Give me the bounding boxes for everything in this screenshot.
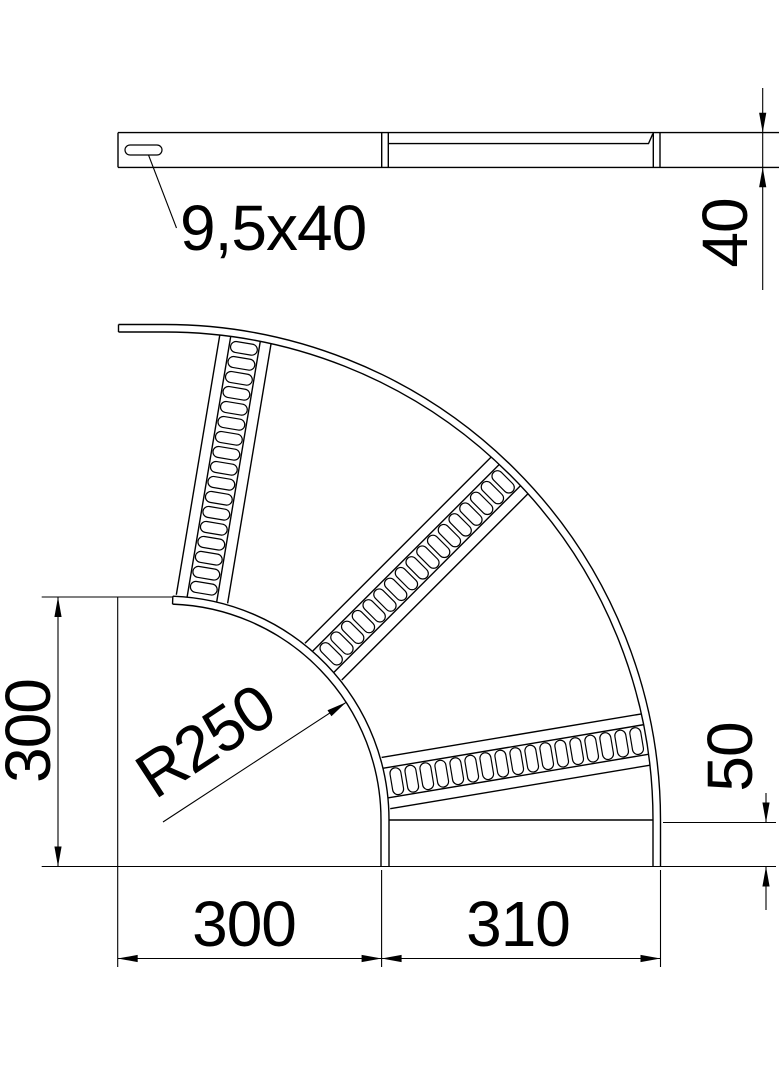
rung-slot <box>629 727 645 756</box>
arrowheads <box>54 112 770 963</box>
rung-slot <box>214 430 243 446</box>
rung-edge <box>381 713 642 759</box>
rung-edge <box>304 456 492 644</box>
rung-slot <box>229 340 258 356</box>
rung-flange-line <box>333 485 521 673</box>
rung-slot <box>464 754 480 783</box>
dim-label-50: 50 <box>694 722 766 791</box>
rung-slot <box>480 480 505 505</box>
rung-slot <box>469 491 494 516</box>
slot-size-label: 9,5x40 <box>180 192 366 264</box>
rung-slot <box>394 566 419 591</box>
height-dimension-40: 40 <box>689 88 764 290</box>
rung-slot <box>614 729 630 758</box>
rung-slot <box>202 505 231 521</box>
rung-slot <box>219 400 248 416</box>
rung-slot <box>212 445 241 461</box>
outer-rail-inner-edge <box>118 331 654 867</box>
dim-label-40: 40 <box>689 198 761 267</box>
rung-slot <box>554 739 570 768</box>
rung-slot <box>416 545 440 569</box>
rung-slot <box>389 767 405 796</box>
dim-label-r250: R250 <box>123 670 287 812</box>
rung-flange-line <box>312 464 500 652</box>
dim-label-left-300: 300 <box>0 679 64 783</box>
rung-slot <box>419 762 435 791</box>
dimension-arrowhead <box>762 802 770 823</box>
rung-edge <box>341 493 529 681</box>
rung-slot <box>383 577 408 602</box>
rung-edge <box>175 334 221 595</box>
dimension-arrowhead <box>361 954 382 963</box>
side-view-rail-outline <box>117 131 779 169</box>
rung-slot <box>584 734 600 763</box>
rung-edge <box>390 764 651 810</box>
rung-slot <box>319 642 343 666</box>
rung-slot <box>209 460 238 476</box>
rung-slot <box>449 757 465 786</box>
rung-slot <box>224 370 253 386</box>
rung-slot <box>192 565 221 581</box>
dim-label-bottom-300: 300 <box>192 888 296 960</box>
rung-slot <box>524 744 540 773</box>
dimension-arrowhead <box>54 597 62 617</box>
rung-slot <box>539 742 555 771</box>
rung-flange-line <box>383 724 644 769</box>
plan-view: 300 R250 300 310 50 <box>0 112 776 967</box>
inner-rail-outer-edge <box>172 595 390 867</box>
rung-slot <box>204 490 233 506</box>
rung-slot <box>405 556 429 580</box>
rung-slot <box>459 502 483 526</box>
dimension-arrowhead <box>381 954 402 963</box>
dimension-arrowhead <box>327 702 347 717</box>
rung-slot <box>222 385 251 401</box>
rung-slot <box>351 609 376 634</box>
dimension-arrowhead <box>762 866 770 887</box>
dimension-arrowhead <box>759 112 767 133</box>
rung-slot <box>509 747 525 776</box>
radius-leader-line <box>162 701 347 823</box>
rung-flange-line <box>186 336 232 597</box>
dimension-arrowhead <box>640 954 661 963</box>
rung-slot <box>199 520 228 536</box>
rung-slot <box>330 631 354 655</box>
dim-label-bottom-310: 310 <box>466 888 570 960</box>
rung-slot <box>227 355 256 371</box>
dimension-arrowhead <box>117 954 138 963</box>
outer-rail-outer-edge <box>118 323 662 867</box>
rung-flange-line <box>216 341 261 602</box>
dimension-arrowhead <box>759 167 767 188</box>
ladder-bend-outline <box>117 323 662 867</box>
inner-rail-inner-edge <box>172 603 382 867</box>
rung-slot <box>426 534 451 559</box>
rung-slot <box>340 620 365 645</box>
rung-slot <box>491 470 515 494</box>
rung-slot <box>362 599 386 623</box>
rung-slot <box>207 475 236 491</box>
rung-slot <box>189 580 218 596</box>
rung-slot <box>404 764 420 793</box>
rung-slot <box>437 523 462 548</box>
rung-slot <box>569 737 585 766</box>
rung-slot <box>479 752 495 781</box>
rung-slot <box>494 749 510 778</box>
rung-slot <box>217 415 246 431</box>
rung-edge <box>226 343 272 604</box>
slot-leader-line <box>147 154 178 229</box>
rung-slot <box>434 759 450 788</box>
rung-slot <box>194 550 223 566</box>
rung-slot <box>197 535 226 551</box>
rung-slot <box>448 513 472 537</box>
mounting-slot <box>124 144 163 156</box>
side-view: 9,5x40 40 <box>117 88 779 290</box>
dimension-arrowhead <box>54 846 62 867</box>
rung-slot <box>373 588 397 612</box>
rung-flange-line <box>388 753 649 799</box>
rung-slot <box>599 732 615 761</box>
